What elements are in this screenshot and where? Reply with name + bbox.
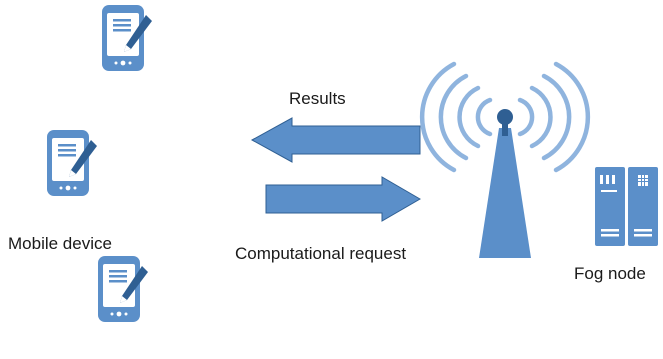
mobile-device-label: Mobile device xyxy=(8,234,112,253)
results-arrow-icon xyxy=(250,117,421,163)
computational-request-label: Computational request xyxy=(235,244,407,263)
fog-node-server-icon xyxy=(595,167,658,246)
request-arrow-icon xyxy=(265,176,421,222)
mobile-device-icon xyxy=(102,5,152,71)
fog-node-label: Fog node xyxy=(574,264,646,283)
antenna-tower-icon xyxy=(419,61,591,258)
mobile-device-icon xyxy=(98,256,148,322)
mobile-device-icon xyxy=(47,130,97,196)
results-label: Results xyxy=(289,89,346,108)
